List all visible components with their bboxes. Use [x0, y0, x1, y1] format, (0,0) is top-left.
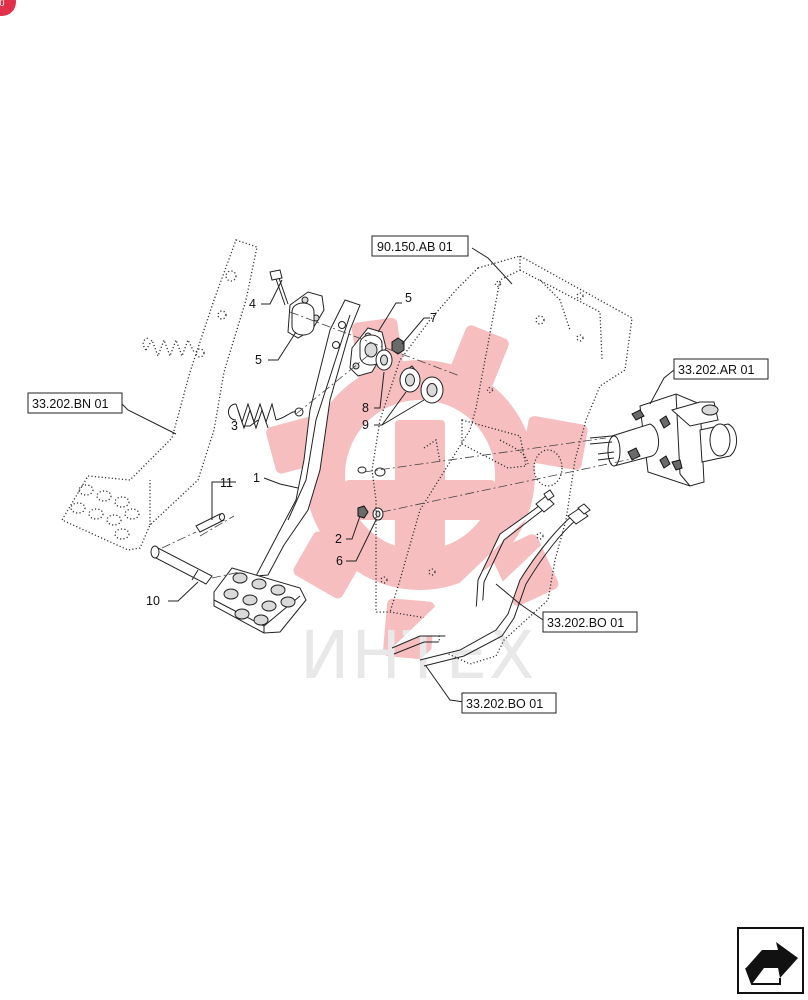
- ref-label-33-202-bn-01: 33.202.BN 01: [32, 397, 108, 411]
- pivot-bracket-left: [287, 291, 325, 339]
- svg-text:0: 0: [0, 0, 5, 8]
- callout-6: 6: [336, 554, 343, 568]
- callout-7: 7: [430, 311, 437, 325]
- callout-10: 10: [146, 594, 160, 608]
- corner-badge-icon: 0: [0, 0, 16, 16]
- pedal-pad-holes: [223, 572, 296, 626]
- brake-lines: [391, 489, 591, 667]
- ref-box-33-202-ar-01[interactable]: 33.202.AR 01: [673, 358, 769, 380]
- dotted-pedal-assembly: [61, 239, 258, 551]
- hex-nut: [391, 337, 405, 355]
- callout-9: 9: [362, 418, 369, 432]
- master-cylinder: [589, 393, 737, 487]
- next-page-arrow-icon[interactable]: [737, 927, 804, 994]
- ref-label-33-202-bo-01-lower: 33.202.BO 01: [466, 697, 543, 711]
- watermark-gear-icon: [266, 317, 588, 660]
- callout-3: 3: [231, 419, 238, 433]
- callout-1: 1: [253, 471, 260, 485]
- roll-pin: [195, 513, 225, 533]
- bushing: [399, 365, 444, 404]
- ref-box-33-202-bo-01-lower[interactable]: 33.202.BO 01: [461, 692, 557, 714]
- assembly-axes: [161, 311, 637, 579]
- callout-5-left: 5: [255, 353, 262, 367]
- ref-label-90-150-ab-01: 90.150.AB 01: [377, 240, 453, 254]
- callout-2: 2: [335, 532, 342, 546]
- callout-4: 4: [249, 297, 256, 311]
- brake-pedal-arm: [213, 299, 361, 634]
- leader-lines: [120, 247, 675, 703]
- return-spring: [228, 402, 297, 430]
- washer: [375, 349, 393, 371]
- bolt: [269, 269, 289, 306]
- ref-box-90-150-ab-01[interactable]: 90.150.AB 01: [371, 235, 469, 257]
- callout-5-right: 5: [405, 291, 412, 305]
- cab-frame-outline: [371, 255, 633, 665]
- clevis-pin: [150, 545, 213, 585]
- ref-box-33-202-bo-01-upper[interactable]: 33.202.BO 01: [542, 611, 638, 633]
- callout-numbers: 1 2 3 4 5 5 6 7 8 9 10 11: [146, 291, 437, 608]
- callout-8: 8: [362, 401, 369, 415]
- ref-label-33-202-ar-01: 33.202.AR 01: [678, 363, 754, 377]
- ref-box-33-202-bn-01[interactable]: 33.202.BN 01: [27, 392, 123, 414]
- watermark: ИНТЕХ: [266, 317, 588, 694]
- callout-11: 11: [220, 476, 233, 490]
- ref-label-33-202-bo-01-upper: 33.202.BO 01: [547, 616, 624, 630]
